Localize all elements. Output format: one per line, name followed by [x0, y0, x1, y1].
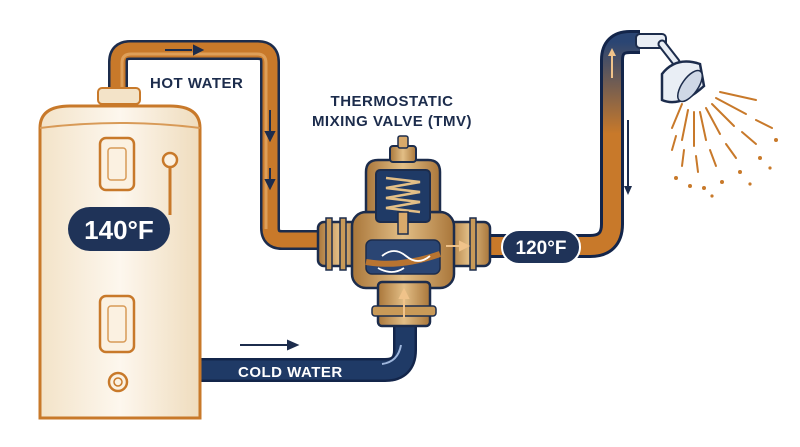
- tmv-label-line-1: THERMOSTATIC: [331, 93, 454, 110]
- hot-water-label: HOT WATER: [150, 75, 243, 92]
- mixing-swirl-arrows: [377, 250, 431, 273]
- water-droplets: [674, 138, 778, 198]
- water-heater-icon: [38, 87, 202, 420]
- hot-flow-arrows: [165, 44, 276, 191]
- valve-flow-arrows: [398, 240, 471, 318]
- thermostatic-valve-icon: [316, 135, 492, 328]
- mixed-flow-arrows: [608, 48, 632, 195]
- cold-water-pipe: [196, 325, 417, 382]
- outlet-temperature: 120°F: [516, 238, 567, 259]
- water-spray: [671, 91, 773, 173]
- outlet-temperature-badge: 120°F: [501, 229, 581, 265]
- tmv-label-line-2: MIXING VALVE (TMV): [312, 113, 472, 130]
- cold-water-label: COLD WATER: [238, 364, 343, 381]
- hot-water-pipe: [108, 40, 330, 250]
- tank-temperature-badge: 140°F: [68, 207, 170, 251]
- shower-head-icon: [635, 33, 706, 104]
- cold-flow-arrow: [240, 339, 300, 351]
- mixed-water-pipe: [480, 30, 642, 258]
- tank-temperature: 140°F: [84, 215, 154, 245]
- cold-inlet-flow-arrow: [381, 344, 402, 365]
